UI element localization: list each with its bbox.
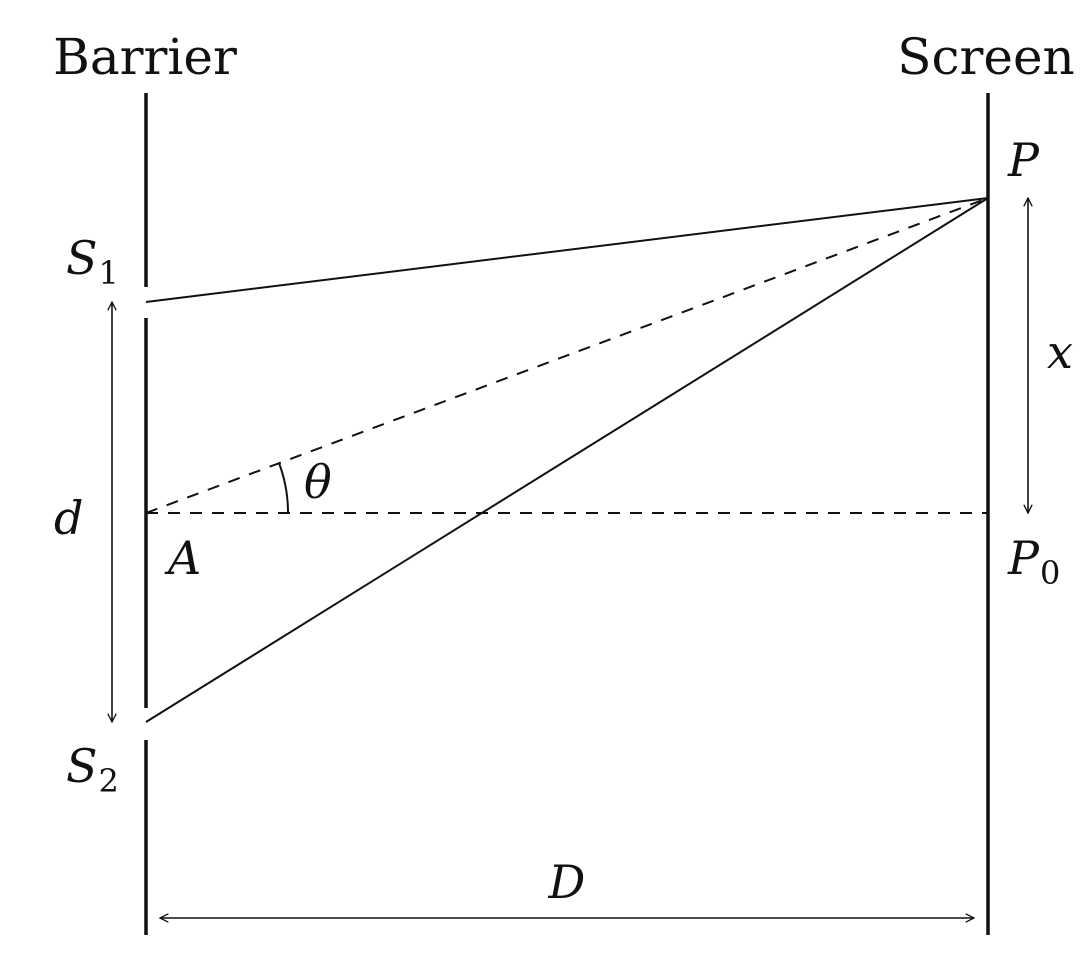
ray-s2-to-p (145, 197, 989, 723)
screen-title: Screen (897, 28, 1075, 86)
barrier-title: Barrier (53, 28, 237, 86)
ray-s1-to-p (145, 197, 989, 303)
slit-1-label: S1 (66, 231, 119, 292)
fringe-distance-label: x (1047, 325, 1073, 379)
point-p-label: P (1007, 133, 1040, 187)
midpoint-a-label: A (164, 531, 201, 585)
screen-distance-label: D (548, 855, 586, 909)
point-p0-label: P0 (1007, 531, 1060, 592)
theta-arc (278, 462, 290, 514)
theta-label: θ (304, 455, 332, 509)
dashed-ray-a-to-p (145, 197, 989, 514)
slit-separation-label: d (54, 491, 83, 545)
slit-2-label: S2 (66, 739, 119, 800)
